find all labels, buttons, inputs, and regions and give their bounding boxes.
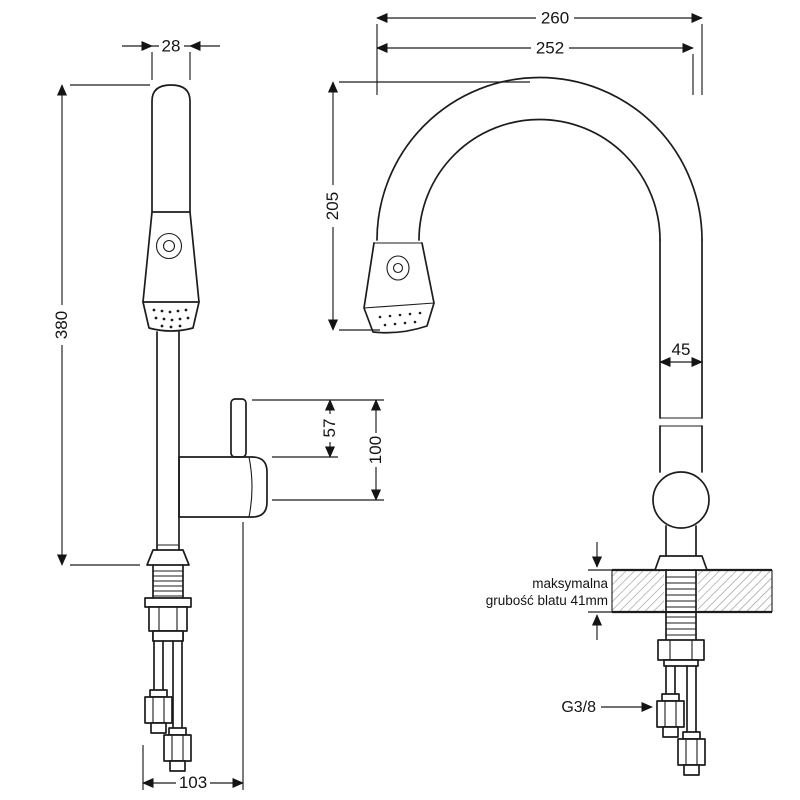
dim-base-spread: 103	[142, 522, 244, 792]
thread-size-callout: G3/8	[561, 699, 653, 716]
dim-label-57: 57	[320, 419, 339, 438]
side-body	[652, 471, 710, 571]
dim-label-103: 103	[179, 773, 207, 792]
dim-spout-head-width: 28	[122, 37, 220, 80]
side-view: 260 252 205 45	[321, 9, 773, 776]
spray-nozzle-dots	[152, 308, 190, 329]
side-spray-nozzle-dots	[378, 311, 422, 327]
dim-lever-height: 57	[252, 399, 384, 458]
front-thread-lines	[153, 570, 183, 597]
dim-body-depth: 45	[659, 340, 703, 368]
dim-spout-height: 205	[321, 81, 530, 331]
front-handle	[178, 398, 268, 518]
dim-total-height: 380	[50, 84, 150, 566]
front-view: 28 380 57 100	[50, 37, 385, 792]
thread-size-label: G3/8	[561, 699, 596, 716]
dim-label-205: 205	[323, 192, 342, 220]
front-spray-head	[142, 84, 200, 332]
dim-label-100: 100	[366, 436, 385, 464]
dim-total-depth: 260	[376, 9, 703, 95]
dim-label-28: 28	[162, 37, 181, 56]
side-shank	[657, 569, 705, 667]
side-spray-head	[363, 242, 435, 334]
dim-label-45: 45	[672, 340, 691, 359]
side-gooseneck-spout	[376, 76, 703, 473]
side-thread-lines	[666, 576, 696, 636]
counter-note-line2: grubość blatu 41mm	[486, 593, 608, 608]
side-supply-hoses	[656, 665, 706, 776]
counter-thickness-annotation: maksymalna grubość blatu 41mm	[486, 542, 612, 640]
side-spray-button-icon	[386, 255, 410, 281]
dim-spout-reach: 252	[376, 39, 694, 95]
dim-handle-height: 100	[272, 399, 385, 501]
counter-note-line1: maksymalna	[532, 576, 608, 591]
dim-label-380: 380	[52, 311, 71, 339]
front-body	[146, 331, 190, 566]
dim-label-260: 260	[541, 9, 569, 28]
dim-label-252: 252	[536, 39, 564, 58]
front-supply-hoses	[144, 640, 192, 772]
spray-button-icon	[155, 232, 183, 260]
front-shank	[144, 564, 192, 642]
